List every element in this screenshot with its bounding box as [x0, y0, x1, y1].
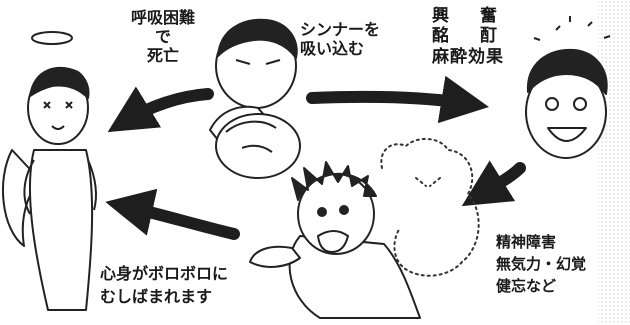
arrow-mental-disorder-to-death	[105, 188, 240, 240]
angel-body	[28, 149, 94, 311]
label-respiratory-failure-death: 呼吸困難 で 死亡	[108, 8, 218, 66]
excited-person-figure	[525, 16, 611, 159]
halftone-background	[598, 0, 630, 325]
label-row: 興 奮	[432, 6, 498, 26]
angel-figure	[1, 31, 97, 311]
label-mental-disorders: 精神障害 無気力・幻覚 健忘など	[496, 232, 586, 297]
label-line: 無気力・幻覚	[496, 254, 587, 273]
open-mouth	[547, 127, 587, 142]
label-line: むしばまれます	[100, 287, 213, 307]
label-row: 酩 酊	[432, 26, 498, 46]
label-char: 興	[432, 6, 450, 26]
label-char: 酊	[480, 26, 498, 47]
label-line: 呼吸困難	[130, 8, 195, 27]
label-char: 酩	[432, 26, 450, 47]
halo	[31, 31, 73, 45]
label-line: 精神障害	[496, 233, 557, 251]
label-line: で	[154, 27, 171, 47]
arrow-excitement-to-mental-disorder	[461, 160, 526, 207]
hallucination-monster	[380, 138, 480, 277]
scream-mouth	[317, 230, 349, 253]
label-excitement-effects: 興 奮 酩 酊 麻酔効果	[432, 6, 504, 67]
arrow-inhale-to-death	[107, 86, 214, 133]
label-body-and-mind-ruined: 心身がボロボロに むしばまれます	[100, 262, 228, 308]
inhaling-person-figure	[209, 18, 301, 179]
panicking-person-figure	[249, 161, 421, 319]
label-line: 心身がボロボロに	[100, 264, 229, 283]
label-inhale-thinner: シンナーを 吸い込む	[300, 20, 380, 58]
label-line: 吸い込む	[300, 39, 365, 59]
label-line: 健忘など	[496, 276, 557, 295]
label-line: 麻酔効果	[432, 46, 504, 67]
label-char: 奮	[480, 6, 498, 26]
label-line: シンナーを	[300, 20, 381, 39]
arrow-inhale-to-excitement	[306, 75, 489, 124]
label-line: 死亡	[146, 46, 179, 66]
